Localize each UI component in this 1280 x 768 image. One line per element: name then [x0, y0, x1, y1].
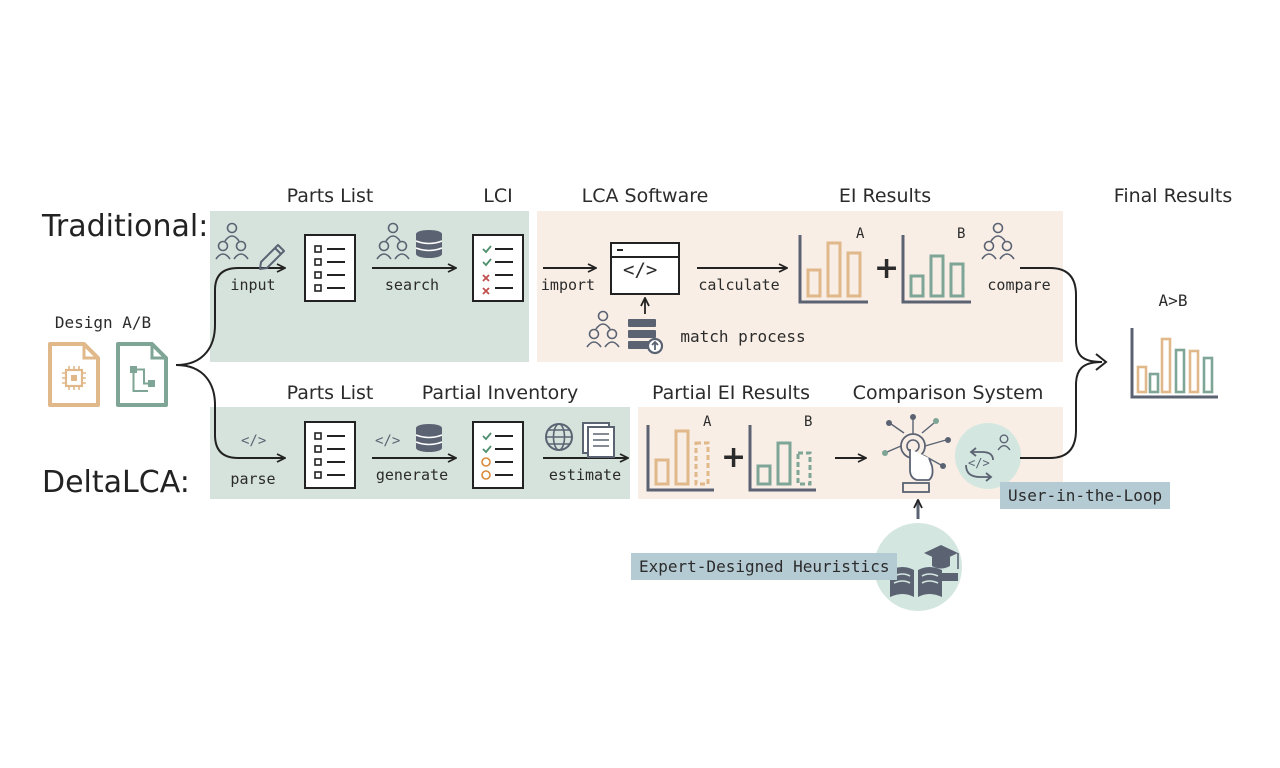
database-icon: [415, 423, 443, 453]
process-stack-icon: [628, 319, 664, 355]
design-a-icon: [48, 342, 100, 407]
step-import: import: [540, 276, 596, 294]
stage-partial-inventory: Partial Inventory: [421, 382, 579, 404]
merge-traditional: [1020, 267, 1103, 363]
final-results-chart: [1130, 328, 1218, 399]
partial-check-marks: [481, 432, 492, 480]
stage-comparison-system: Comparison System: [852, 382, 1044, 404]
stage-lca-software: LCA Software: [581, 185, 709, 207]
stage-ei-results: EI Results: [838, 185, 932, 207]
partial-ei-chart-b: [748, 425, 816, 492]
loop-arrows-icon: [965, 447, 994, 482]
touch-network-icon: [882, 414, 951, 493]
database-icon: [415, 229, 443, 259]
delta-parts-panel: [210, 407, 630, 499]
documents-stack-icon: [582, 422, 615, 458]
stage-lci: LCI: [483, 185, 513, 207]
stage-parts-list: Parts List: [286, 185, 374, 207]
design-b-icon: [116, 342, 168, 407]
merge-arrowhead: [1095, 353, 1108, 371]
lci-check-marks: [482, 245, 492, 295]
stage-delta-parts-list: Parts List: [286, 382, 374, 404]
branch-traditional: [175, 268, 285, 366]
step-search: search: [384, 276, 440, 294]
step-input: input: [230, 276, 276, 294]
step-match-process: match process: [680, 327, 806, 346]
code-icon: </>: [968, 456, 990, 470]
delta-row-title: DeltaLCA:: [42, 465, 190, 500]
code-icon: </>: [375, 433, 401, 449]
traditional-row-title: Traditional:: [42, 209, 209, 244]
stage-final-results: Final Results: [1113, 185, 1233, 207]
plus-sign: +: [721, 440, 747, 475]
expert-heuristics-tag: Expert-Designed Heuristics: [631, 553, 898, 580]
partial-inventory-doc-icon: [472, 421, 524, 489]
step-parse: parse: [230, 470, 276, 488]
partial-ei-chart-a: [646, 425, 714, 492]
step-generate: generate: [375, 466, 449, 484]
design-label: Design A/B: [54, 313, 152, 332]
ei-chart-b: [901, 235, 971, 304]
globe-icon: [545, 423, 573, 451]
software-window-icon: [610, 242, 680, 295]
step-calculate: calculate: [698, 276, 780, 294]
parts-list-doc-icon: [304, 421, 356, 489]
user-in-loop-tag: User-in-the-Loop: [1000, 482, 1171, 509]
pencil-icon: [259, 244, 285, 270]
chart-marker-a: A: [703, 414, 712, 430]
ei-chart-a: [798, 235, 868, 304]
merge-delta: [1020, 361, 1103, 459]
result-label: A>B: [1158, 291, 1188, 310]
branch-delta: [175, 364, 285, 458]
chart-marker-a: A: [856, 226, 865, 242]
stage-partial-ei-results: Partial EI Results: [651, 382, 811, 404]
plus-sign: +: [874, 251, 900, 286]
chart-marker-b: B: [804, 414, 813, 430]
lci-doc-icon: [472, 234, 524, 302]
user-loop-circle: [955, 423, 1021, 489]
graduation-cap-icon: [924, 545, 959, 581]
code-icon: </>: [241, 433, 267, 449]
code-icon: </>: [623, 259, 658, 281]
step-estimate: estimate: [548, 466, 622, 484]
step-compare: compare: [987, 276, 1051, 294]
parts-list-doc-icon: [304, 234, 356, 302]
chart-marker-b: B: [957, 226, 966, 242]
